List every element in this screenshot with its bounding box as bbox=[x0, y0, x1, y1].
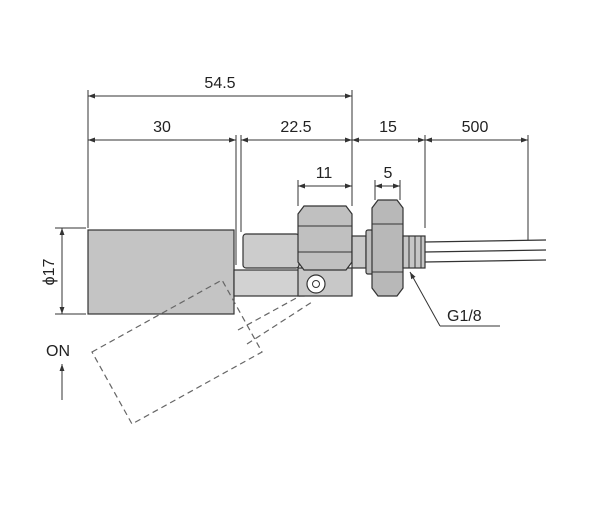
dimension-lines bbox=[59, 93, 528, 314]
cable bbox=[424, 239, 547, 263]
on-label: ON bbox=[46, 343, 70, 360]
thread bbox=[402, 235, 426, 269]
float-on-position bbox=[91, 279, 313, 425]
pivot-pin bbox=[306, 274, 326, 294]
hex-body bbox=[297, 205, 353, 271]
dim-cable-length: 500 bbox=[462, 119, 489, 136]
hinge-arm bbox=[233, 269, 305, 297]
dim-overall-length: 54.5 bbox=[204, 75, 235, 92]
float-body bbox=[87, 229, 235, 315]
dim-float-diameter: ϕ17 bbox=[41, 259, 58, 286]
neck bbox=[351, 235, 367, 269]
dim-thread-length: 15 bbox=[379, 119, 397, 136]
thread-spec-label: G1/8 bbox=[447, 308, 482, 325]
dim-hex-width: 11 bbox=[316, 165, 333, 182]
lock-nut bbox=[371, 199, 404, 297]
dim-body-length: 22.5 bbox=[280, 119, 311, 136]
dim-float-length: 30 bbox=[153, 119, 171, 136]
switch-stem bbox=[242, 233, 300, 269]
dim-nut-width: 5 bbox=[384, 165, 393, 182]
thread-callout bbox=[409, 271, 500, 327]
